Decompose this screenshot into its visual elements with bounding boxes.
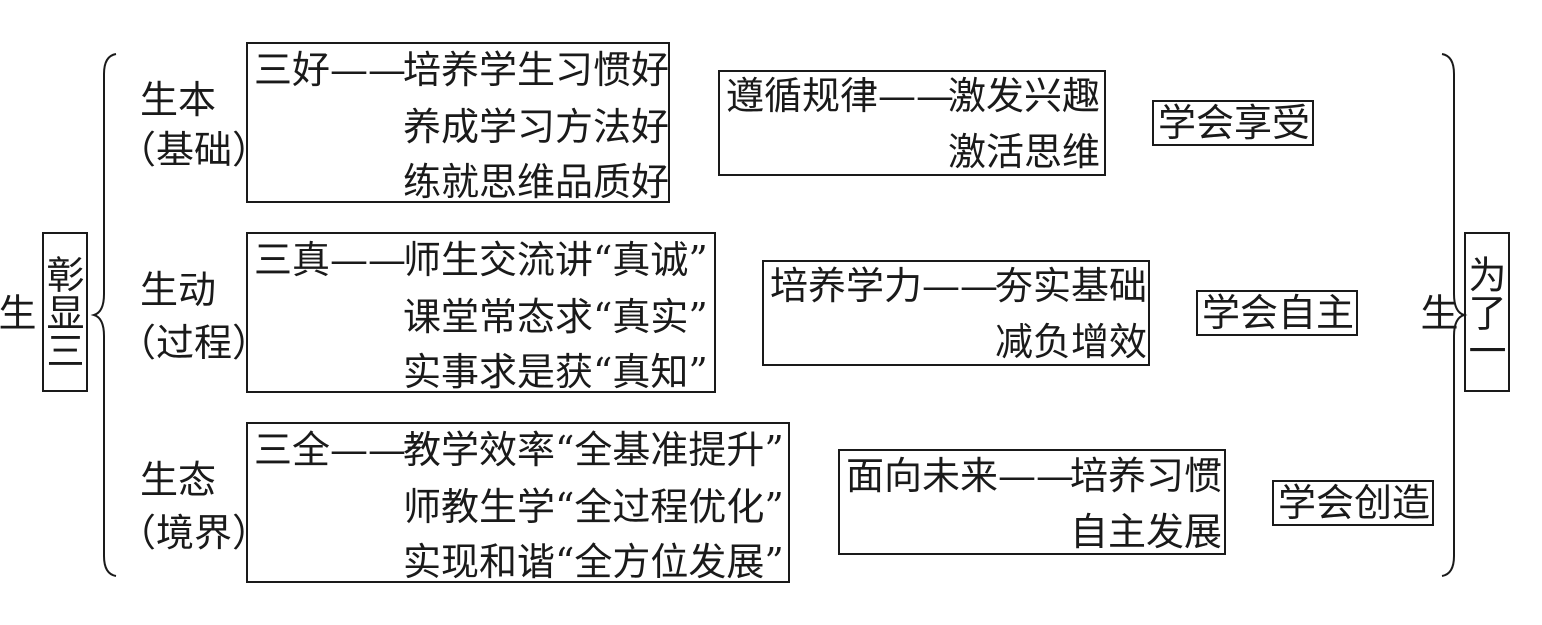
outcome-label-2: 学会自主 <box>1202 291 1355 335</box>
method-box-3 <box>246 422 790 583</box>
strategy-box-1 <box>718 70 1106 176</box>
stage-label-1: 生本 <box>140 78 217 122</box>
strategy-line-3-1: 培养习惯 <box>1070 454 1223 498</box>
strategy-box-2 <box>762 260 1150 366</box>
method-box-2 <box>246 232 716 393</box>
stage-note-2: （过程） <box>118 321 271 365</box>
outcome-box-2 <box>1196 290 1358 336</box>
method-box-1 <box>246 42 670 203</box>
method-line-1-2: 养成学习方法好 <box>403 105 670 149</box>
strategy-line-3-2: 自主发展 <box>1070 510 1223 554</box>
stage-note-3: （境界） <box>118 511 271 555</box>
strategy-head-1: 遵循规律—— <box>726 74 955 118</box>
method-line-1-3: 练就思维品质好 <box>403 160 670 204</box>
outcome-box-3 <box>1272 480 1434 526</box>
method-line-1-1: 培养学生习惯好 <box>403 48 670 92</box>
strategy-line-2-2: 减负增效 <box>995 320 1148 364</box>
outcome-label-3: 学会创造 <box>1278 481 1431 525</box>
stage-label-3: 生态 <box>140 458 217 502</box>
strategy-line-1-2: 激活思维 <box>948 130 1101 174</box>
strategy-head-2: 培养学力—— <box>770 264 999 308</box>
method-head-2: 三真—— <box>254 238 407 282</box>
method-line-2-3: 实事求是获“真知” <box>403 350 708 394</box>
outcome-label-1: 学会享受 <box>1158 101 1311 145</box>
method-line-3-1: 教学效率“全基准提升” <box>403 428 784 472</box>
strategy-line-1-1: 激发兴趣 <box>948 74 1101 118</box>
strategy-head-3: 面向未来—— <box>846 454 1075 498</box>
stage-note-1: （基础） <box>118 128 271 172</box>
strategy-line-2-1: 夯实基础 <box>995 264 1148 308</box>
method-line-3-2: 师教生学“全过程优化” <box>403 485 784 529</box>
right-vertical-label: 为了一生 <box>1414 232 1510 392</box>
left-brace <box>90 53 117 577</box>
strategy-box-3 <box>838 449 1226 555</box>
method-line-2-1: 师生交流讲“真诚” <box>403 238 708 282</box>
method-line-3-3: 实现和谐“全方位发展” <box>403 540 784 584</box>
method-line-2-2: 课堂常态求“真实” <box>403 295 708 339</box>
stage-label-2: 生动 <box>140 268 217 312</box>
left-vertical-label: 彰显三生 <box>0 232 88 392</box>
method-head-3: 三全—— <box>254 428 407 472</box>
method-head-1: 三好—— <box>254 48 407 92</box>
outcome-box-1 <box>1152 100 1314 146</box>
